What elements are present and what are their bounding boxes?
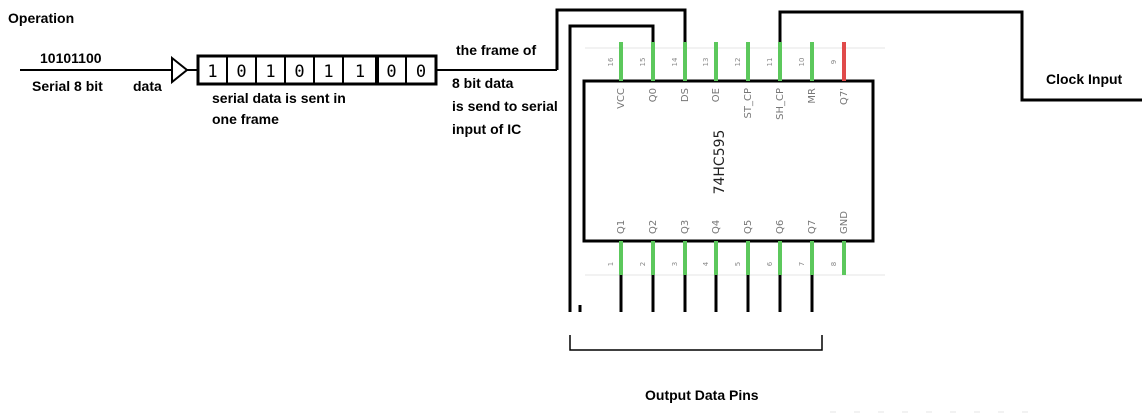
serial-label: Serial 8 bit <box>32 78 103 94</box>
frame-bit: 1 <box>323 62 333 82</box>
frame-of-line3: is send to serial <box>452 98 558 114</box>
data-label: data <box>133 78 162 94</box>
q0-wire <box>568 24 655 312</box>
top-pin-name: ST_CP <box>743 88 754 118</box>
frame-of-line4: input of IC <box>452 121 521 137</box>
output-bracket <box>569 335 823 351</box>
binary-value: 10101100 <box>40 50 102 66</box>
bottom-pin-name: Q4 <box>711 220 722 234</box>
top-pin-name: MR <box>807 88 818 104</box>
bottom-pin-number: 5 <box>734 262 742 266</box>
input-arrow-icon <box>171 55 189 85</box>
top-pin-number: 13 <box>702 58 710 67</box>
frame-of-line1: the frame of <box>456 42 536 58</box>
frame-bit: 0 <box>294 62 304 82</box>
bottom-pin-number: 6 <box>766 261 774 266</box>
top-pin-number: 9 <box>830 60 838 64</box>
bottom-pin-number: 8 <box>830 262 838 266</box>
top-pin-name: DS <box>680 88 691 102</box>
operation-title: Operation <box>8 10 74 26</box>
top-pin-number: 11 <box>766 58 774 67</box>
bottom-pins: 1 Q1 2 Q2 3 Q3 4 Q4 5 Q5 6 Q6 7 Q7 8 GND <box>607 211 850 312</box>
frame-bit: 1 <box>207 62 217 82</box>
top-pin-name: Q0 <box>648 88 659 102</box>
bottom-pin-name: Q2 <box>648 220 659 234</box>
top-pin-name: VCC <box>616 88 627 109</box>
frame-note-line2: one frame <box>212 111 279 127</box>
top-pin-name: SH_CP <box>775 88 786 120</box>
bottom-pin-number: 1 <box>607 262 615 266</box>
bottom-pin-name: Q5 <box>743 220 754 234</box>
frame-note-line1: serial data is sent in <box>212 90 346 106</box>
top-pin-number: 10 <box>798 58 806 67</box>
top-pin-name: Q7' <box>839 88 850 105</box>
top-pin-number: 12 <box>734 58 742 67</box>
chip-name: 74HC595 <box>712 130 728 195</box>
bottom-pin-number: 3 <box>671 262 679 266</box>
frame-bit: 0 <box>416 62 426 82</box>
bottom-pin-name: Q1 <box>616 220 627 234</box>
frame-bit: 1 <box>265 62 275 82</box>
bottom-pin-name: Q7 <box>807 220 818 234</box>
bottom-pin-number: 4 <box>702 261 710 266</box>
frame-outline <box>196 54 438 86</box>
clock-input-label: Clock Input <box>1046 71 1123 87</box>
top-pin-number: 15 <box>639 58 647 67</box>
bottom-pin-name: Q6 <box>775 220 786 234</box>
top-pin-number: 16 <box>607 57 615 66</box>
bottom-pin-name: Q3 <box>680 220 691 234</box>
chip-body <box>582 79 875 243</box>
bottom-pin-number: 7 <box>798 262 806 266</box>
bottom-pin-name: GND <box>839 211 850 234</box>
output-data-pins-label: Output Data Pins <box>645 387 759 403</box>
frame-bit: 0 <box>236 62 246 82</box>
clock-wire <box>778 10 1142 102</box>
top-pin-number: 14 <box>671 57 679 66</box>
bottom-pin-number: 2 <box>639 262 647 266</box>
top-pin-name: OE <box>711 88 722 102</box>
frame-of-line2: 8 bit data <box>452 75 514 91</box>
frame-bit: 0 <box>386 62 396 82</box>
ds-wire <box>555 8 687 70</box>
frame-bit: 1 <box>355 62 365 82</box>
